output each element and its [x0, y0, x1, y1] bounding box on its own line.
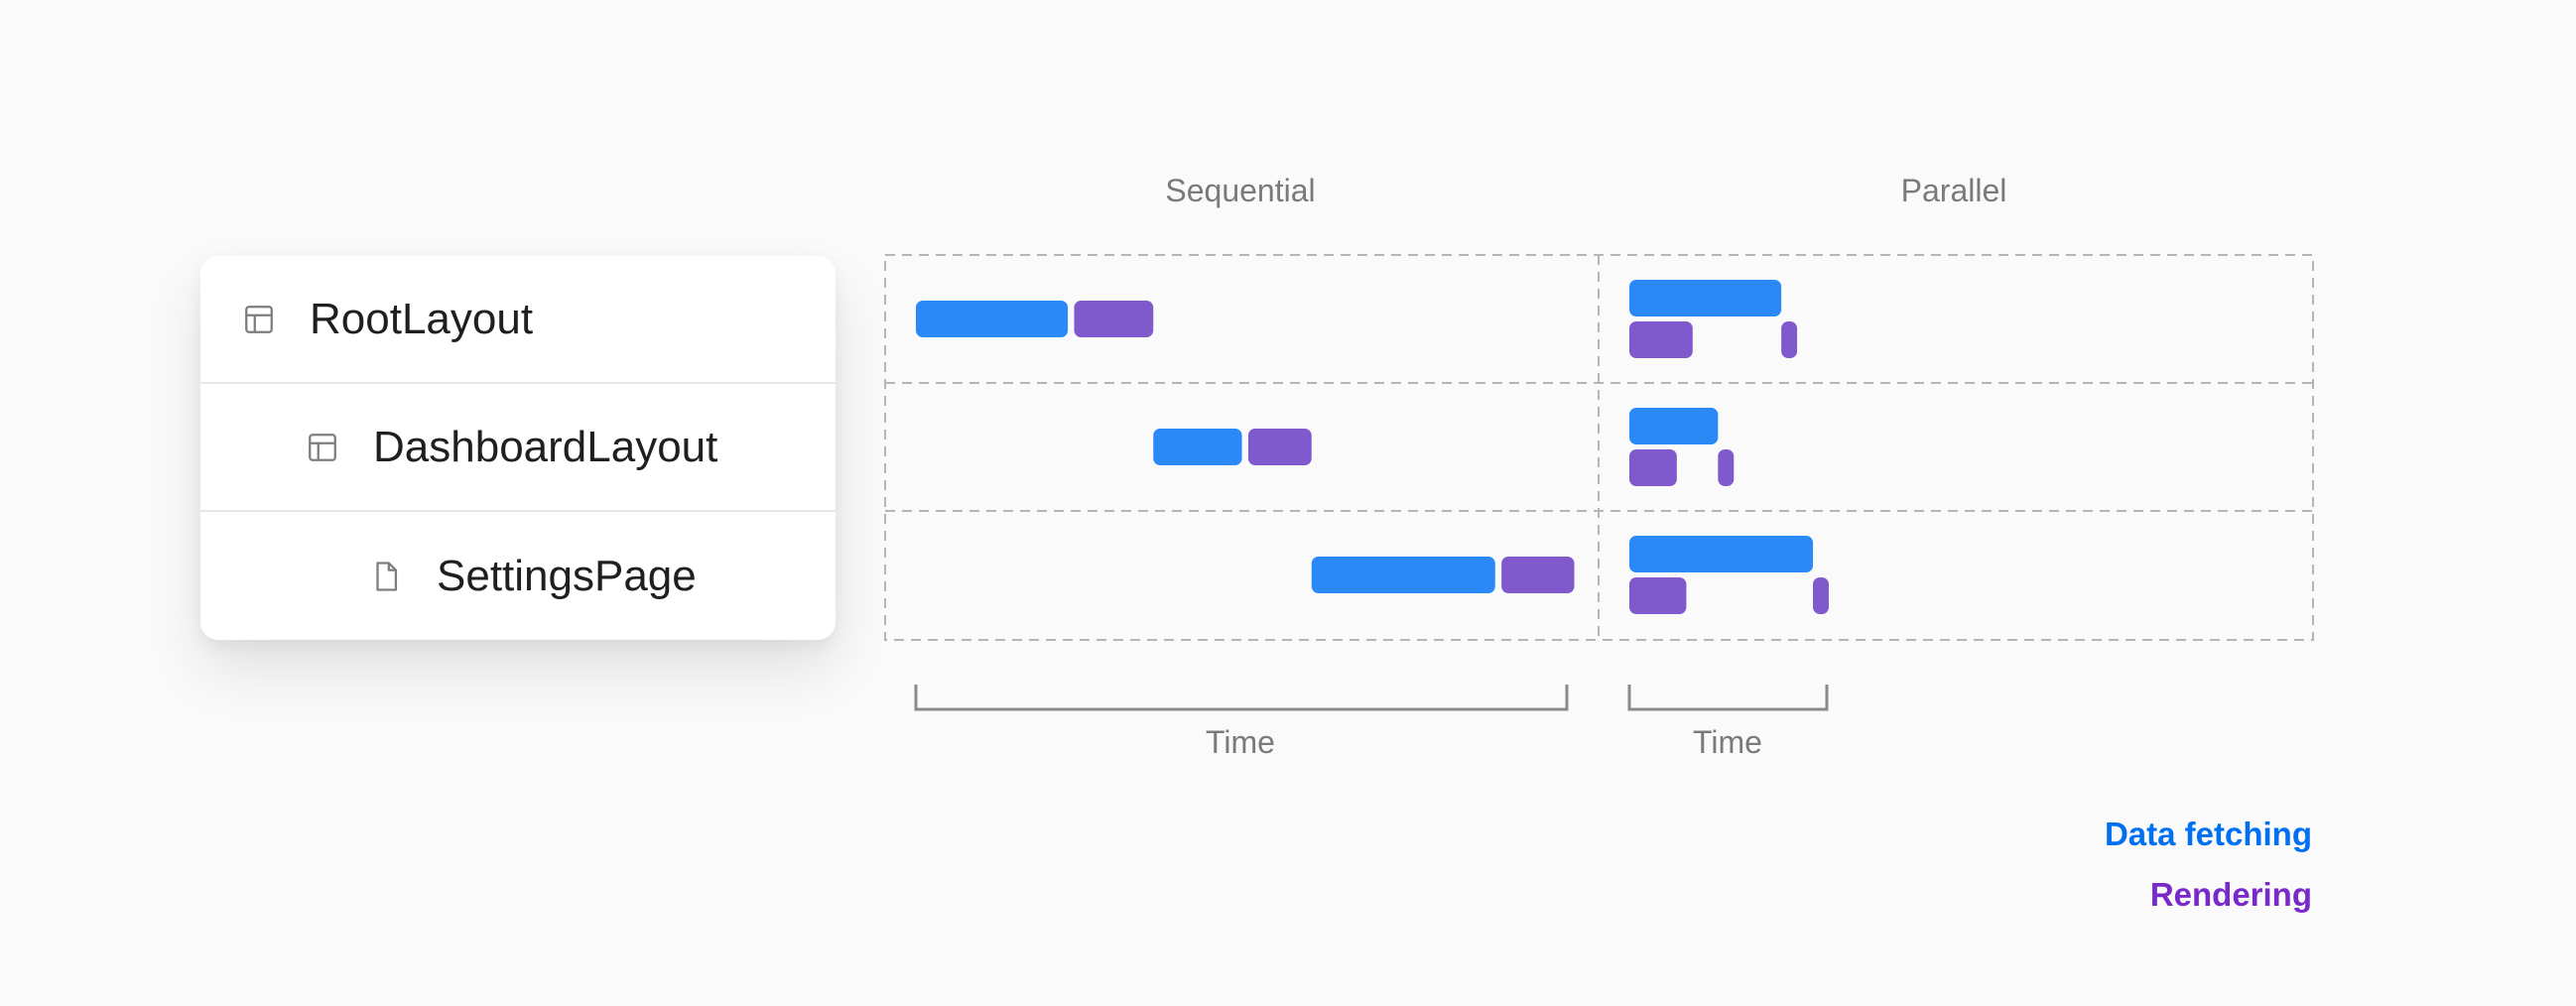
parallel-fetch-bar [1629, 408, 1719, 444]
tree-item-root-layout: RootLayout [200, 256, 836, 384]
layout-icon [306, 431, 339, 464]
tree-item-settings-page: SettingsPage [200, 512, 836, 640]
parallel-render-end-bar [1813, 577, 1829, 614]
component-tree-card: RootLayout DashboardLayout SettingsPage [200, 256, 836, 640]
sequential-fetch-bar [1153, 429, 1242, 465]
layout-icon [242, 303, 276, 336]
sequential-render-bar [1501, 557, 1575, 593]
sequential-title: Sequential [1165, 173, 1316, 208]
parallel-time-label: Time [1693, 724, 1762, 760]
grid [884, 254, 2314, 641]
parallel-render-bar [1629, 449, 1677, 486]
tree-item-label: DashboardLayout [373, 422, 718, 471]
parallel-render-bar [1629, 321, 1693, 358]
parallel-render-bar [1629, 577, 1687, 614]
sequential-fetch-bar [1311, 557, 1495, 593]
page-icon [369, 560, 403, 593]
parallel-title: Parallel [1900, 173, 2007, 208]
sequential-render-bar [1247, 429, 1312, 465]
legend-data-fetching: Data fetching [2104, 816, 2312, 852]
sequential-time-bracket [914, 685, 1569, 711]
sequential-render-bar [1074, 301, 1154, 337]
timeline-bars [916, 280, 1829, 614]
parallel-render-end-bar [1781, 321, 1798, 358]
parallel-fetch-bar [1629, 536, 1814, 572]
tree-item-label: RootLayout [310, 294, 534, 343]
sequential-fetch-bar [916, 301, 1069, 337]
parallel-time-bracket [1627, 685, 1829, 711]
tree-item-label: SettingsPage [437, 551, 697, 600]
parallel-fetch-bar [1629, 280, 1782, 316]
parallel-render-end-bar [1718, 449, 1735, 486]
tree-item-dashboard-layout: DashboardLayout [200, 384, 836, 512]
legend-rendering: Rendering [2149, 876, 2312, 913]
time-brackets [914, 685, 1829, 711]
sequential-time-label: Time [1206, 724, 1275, 760]
